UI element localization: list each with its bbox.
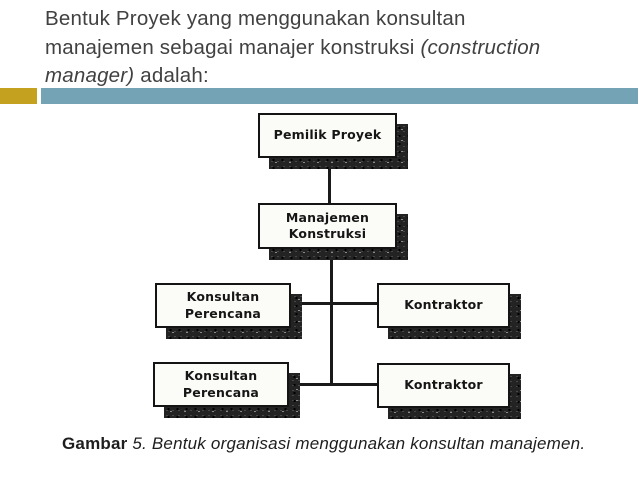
node-label: Konsultan Perencana: [153, 362, 289, 407]
node-label: Pemilik Proyek: [258, 113, 397, 158]
title-line1: Bentuk Proyek yang menggunakan konsultan: [45, 7, 466, 30]
node-konsultan-perencana-2: Konsultan Perencana: [153, 362, 300, 418]
node-label: Konsultan Perencana: [155, 283, 291, 328]
node-pemilik-proyek: Pemilik Proyek: [258, 113, 408, 169]
slide-title: Bentuk Proyek yang menggunakan konsultan…: [45, 5, 610, 91]
node-label: Manajemen Konstruksi: [258, 203, 397, 249]
node-manajemen-konstruksi: Manajemen Konstruksi: [258, 203, 408, 260]
caption-text: 5. Bentuk organisasi menggunakan konsult…: [127, 434, 586, 453]
title-line3-italic: manager): [45, 64, 135, 87]
accent-bar-gold: [0, 88, 37, 104]
connector-mk-trunk: [330, 250, 333, 386]
title-line2-italic: (construction: [420, 35, 541, 59]
node-label: Kontraktor: [377, 283, 510, 328]
node-kontraktor-2: Kontraktor: [377, 363, 521, 419]
title-line2-regular: manajemen sebagai manajer konstruksi: [45, 35, 421, 59]
caption-label: Gambar: [62, 434, 128, 453]
figure-caption: Gambar 5. Bentuk organisasi menggunakan …: [62, 434, 622, 454]
node-label: Kontraktor: [377, 363, 510, 408]
accent-bar-teal: [41, 88, 638, 104]
connector-row2-horizontal: [293, 383, 377, 386]
node-konsultan-perencana-1: Konsultan Perencana: [155, 283, 302, 339]
connector-row1-horizontal: [293, 302, 377, 305]
connector-pemilik-to-mk: [328, 157, 331, 205]
node-kontraktor-1: Kontraktor: [377, 283, 521, 339]
title-line3-regular: adalah:: [134, 64, 209, 87]
